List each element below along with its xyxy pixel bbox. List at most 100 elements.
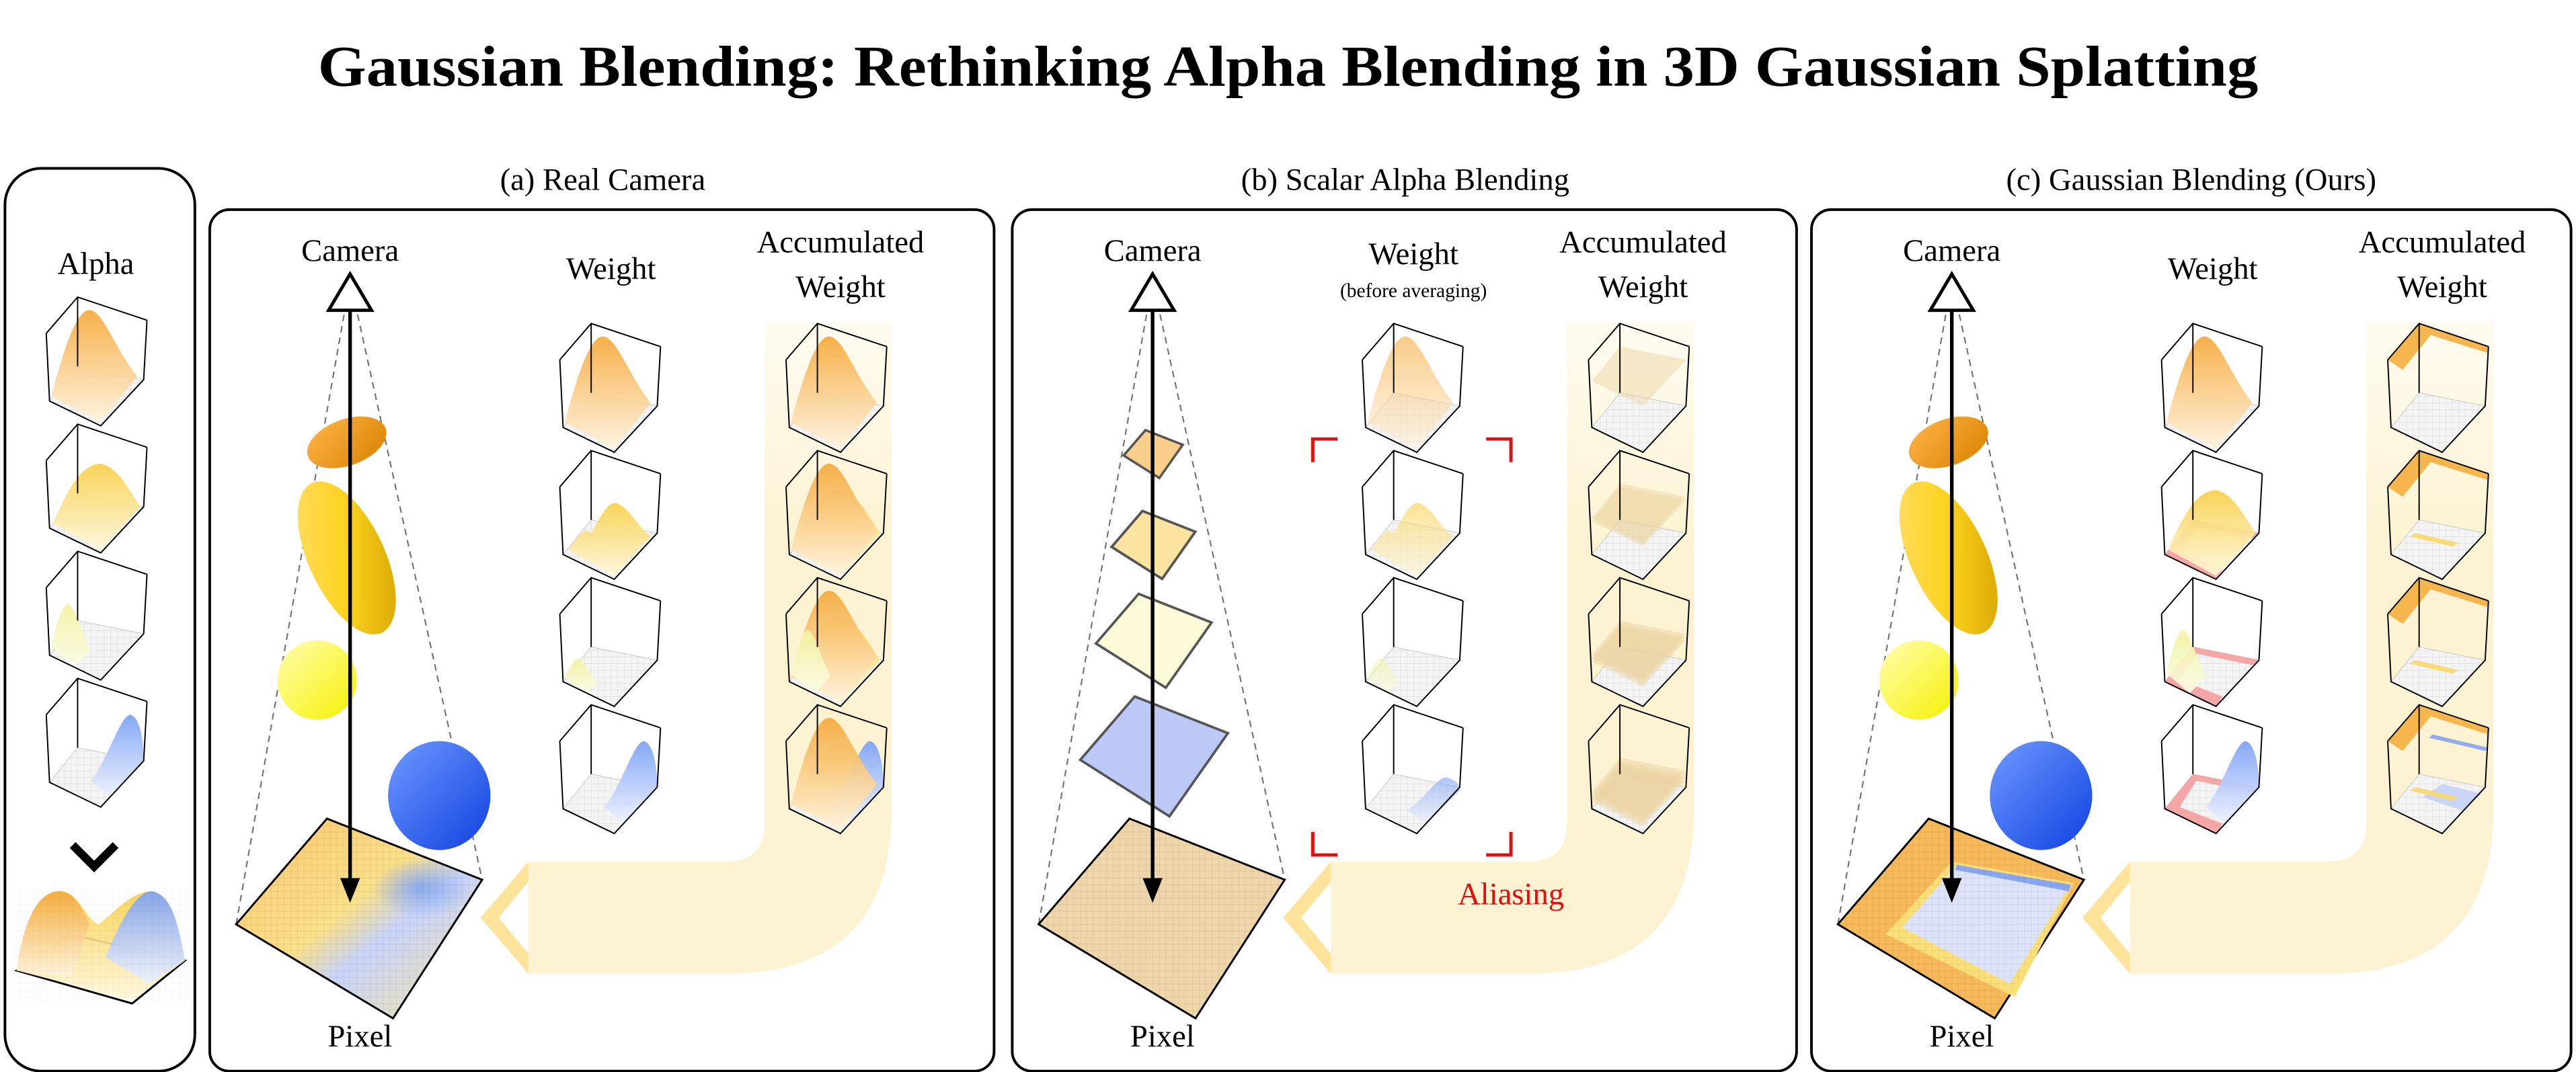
weight-cube-column <box>559 323 662 835</box>
cube-edges <box>1362 450 1464 581</box>
cube-edges <box>559 323 662 454</box>
accumulated-alpha-plane <box>1592 761 1686 821</box>
plot-cube <box>2160 323 2263 454</box>
panel-caption: (c) Gaussian Blending (Ours) <box>2006 162 2376 197</box>
pixel-plane <box>234 817 484 1020</box>
alpha-panel: Alpha <box>3 167 196 1072</box>
flow-arrowhead <box>480 861 529 974</box>
accumulated-orange-slab <box>2388 323 2489 370</box>
cube-edges <box>785 704 888 835</box>
plot-cube <box>559 450 662 581</box>
camera-label: Camera <box>1903 233 2000 268</box>
ray-arrowhead <box>1142 878 1163 903</box>
plot-cube <box>1362 704 1464 835</box>
panel-frame <box>1011 208 1798 1072</box>
cube-edges <box>45 677 148 809</box>
accumulated-alpha-plane <box>1592 757 1686 817</box>
pale-yellow-surface <box>2166 630 2206 694</box>
ray-arrowhead <box>1941 878 1962 903</box>
aliasing-brackets <box>1311 437 1513 857</box>
blue-surface <box>1407 777 1460 824</box>
cube-edges <box>1362 323 1464 454</box>
flow-arrowhead <box>2082 861 2130 974</box>
plot-cube <box>45 423 148 554</box>
plot-cube <box>1588 704 1690 835</box>
plot-cube <box>2387 450 2489 581</box>
cube-floor-grid <box>1592 520 1686 579</box>
cube-edges <box>2387 704 2489 835</box>
plot-cube <box>2160 577 2263 708</box>
plot-cube <box>2387 323 2489 454</box>
plot-cube <box>785 704 888 835</box>
weight-label: Weight <box>1368 237 1458 272</box>
cube-floor-grid <box>2390 393 2485 452</box>
cube-edges <box>1362 577 1464 708</box>
accumulated-yellow-bar <box>2409 660 2459 673</box>
ray-arrowhead <box>340 878 360 903</box>
plot-cube <box>559 704 662 835</box>
plot-cube <box>1362 323 1464 454</box>
cube-edges <box>559 704 662 835</box>
cube-edges <box>1588 577 1690 708</box>
alpha-panel-frame <box>3 167 196 1072</box>
accumulated-alpha-plane <box>1592 764 1686 824</box>
pixel-plane <box>1836 817 2086 1020</box>
yellow-surface <box>2168 490 2256 577</box>
cube-edges <box>1362 704 1464 835</box>
accumulated-alpha-plane <box>1592 483 1686 543</box>
plot-cube <box>2160 704 2263 835</box>
camera-icon <box>325 270 375 313</box>
accumulated-alpha-plane <box>1592 346 1686 407</box>
pale-yellow-surface <box>791 630 831 694</box>
panel-real-camera: (a) Real Camera Camera Weight Accumulate… <box>208 162 996 1072</box>
orange-surface <box>791 717 877 831</box>
blue-surface <box>2206 741 2259 824</box>
weight-label: Weight <box>2168 251 2258 286</box>
plot-cube <box>45 296 148 427</box>
accumulated-cube-column <box>1588 323 1690 835</box>
frustum-line-right <box>1152 280 1286 880</box>
accumulated-alpha-plane <box>1592 620 1686 680</box>
accumulated-alpha-plane <box>1592 627 1686 687</box>
cube-edges <box>45 296 148 427</box>
cube-edges <box>2387 323 2489 454</box>
pixel-label: Pixel <box>1130 1019 1195 1054</box>
accumulated-alpha-plane <box>1592 767 1686 827</box>
cube-floor-grid <box>1592 647 1686 707</box>
gaussian-yellow <box>297 481 396 634</box>
frustum-line-left <box>235 280 351 925</box>
plot-cube <box>1362 577 1464 708</box>
accumulated-cube-column <box>785 323 888 835</box>
pale-yellow-surface <box>51 604 91 667</box>
plot-cube <box>2387 577 2489 708</box>
panel-frame <box>1810 208 2573 1072</box>
pixel-label: Pixel <box>1929 1019 1994 1054</box>
gaussian-light-yellow <box>277 640 357 720</box>
alpha-cube-column <box>45 296 148 809</box>
panel-caption: (a) Real Camera <box>500 162 706 197</box>
gaussian-blue <box>1990 741 2093 850</box>
accumulated-weight-label-line2: Weight <box>2397 270 2487 304</box>
accumulated-weight-label-line1: Accumulated <box>1559 225 1727 260</box>
weight-cube-column <box>1362 323 1464 835</box>
weight-cube-column <box>2160 323 2263 835</box>
cube-floor-grid <box>1592 774 1686 834</box>
orange-surface <box>791 336 877 449</box>
plot-cube <box>785 323 888 454</box>
frustum-line-left <box>1038 280 1154 925</box>
blue-surface <box>604 741 658 824</box>
gaussian-yellow <box>1899 481 1998 634</box>
cube-edges <box>45 550 148 681</box>
gaussian-light-yellow <box>1879 640 1959 720</box>
weight-label: Weight <box>566 251 656 286</box>
accumulated-blue-strip <box>2429 734 2489 751</box>
flow-arrowhead <box>1283 861 1331 974</box>
accumulated-weight-label-line1: Accumulated <box>757 225 925 260</box>
pixel-plane <box>1037 817 1286 1020</box>
cube-edges <box>45 423 148 554</box>
cube-floor-grid <box>1592 393 1686 452</box>
panel-caption: (b) Scalar Alpha Blending <box>1241 162 1569 197</box>
camera-icon <box>1128 270 1177 313</box>
orange-surface <box>51 310 137 423</box>
